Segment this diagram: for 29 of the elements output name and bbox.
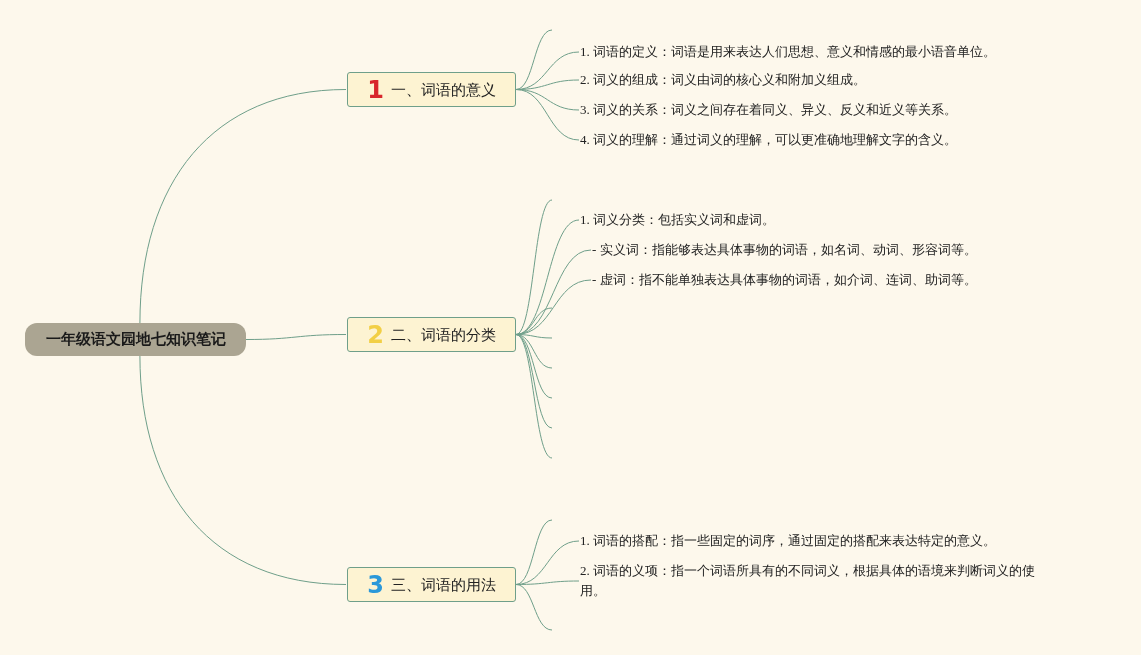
subtopic-text: 2. 词语的义项：指一个词语所具有的不同词义，根据具体的语境来判断词义的使用。 (580, 561, 1050, 601)
topic-box (347, 317, 516, 352)
branch-line (515, 334, 553, 459)
central-topic: 一年级语文园地七知识笔记 (25, 323, 246, 356)
topic-title: 三、词语的用法 (390, 574, 496, 595)
branch-line (515, 584, 553, 631)
topic-box (347, 567, 516, 602)
branch-line (515, 199, 553, 335)
branch-line (139, 355, 347, 585)
topic-number: 2 (367, 321, 384, 348)
subtopic-text: 3. 词义的关系：词义之间存在着同义、异义、反义和近义等关系。 (580, 100, 957, 120)
subtopic-text: 1. 词义分类：包括实义词和虚词。 (580, 210, 775, 230)
topic-number: 3 (367, 571, 384, 598)
branch-line (515, 29, 553, 90)
branch-line (515, 89, 580, 141)
subtopic-text: - 实义词：指能够表达具体事物的词语，如名词、动词、形容词等。 (592, 240, 977, 260)
subtopic-text: 1. 词语的搭配：指一些固定的词序，通过固定的搭配来表达特定的意义。 (580, 531, 996, 551)
branch-line (515, 334, 553, 429)
subtopic-text: 1. 词语的定义：词语是用来表达人们思想、意义和情感的最小语音单位。 (580, 42, 996, 62)
branch-line (245, 334, 347, 340)
topic-box (347, 72, 516, 107)
branch-line (515, 519, 553, 585)
branch-line (139, 89, 347, 324)
subtopic-text: 4. 词义的理解：通过词义的理解，可以更准确地理解文字的含义。 (580, 130, 957, 150)
topic-title: 二、词语的分类 (390, 324, 496, 345)
subtopic-text: 2. 词义的组成：词义由词的核心义和附加义组成。 (580, 70, 866, 90)
topic-number: 1 (367, 76, 384, 103)
topic-title: 一、词语的意义 (390, 79, 496, 100)
subtopic-text: - 虚词：指不能单独表达具体事物的词语，如介词、连词、助词等。 (592, 270, 977, 290)
